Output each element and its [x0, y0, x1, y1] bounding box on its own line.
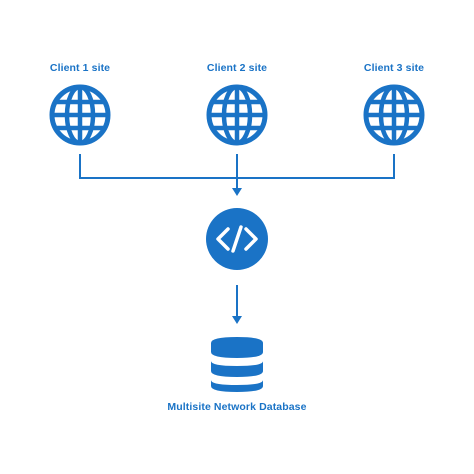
- arrow-down-icon: [232, 188, 242, 196]
- arrow-down-icon: [232, 316, 242, 324]
- database-icon: [211, 337, 263, 392]
- client-3-label: Client 3 site: [363, 62, 425, 74]
- database-label: Multisite Network Database: [167, 401, 307, 413]
- globe-icon: [52, 87, 108, 143]
- client-2-label: Client 2 site: [206, 62, 268, 74]
- code-icon: [206, 208, 268, 270]
- globe-icon: [366, 87, 422, 143]
- client-connectors: [79, 154, 395, 190]
- globe-icon: [209, 87, 265, 143]
- client-1-label: Client 1 site: [49, 62, 111, 74]
